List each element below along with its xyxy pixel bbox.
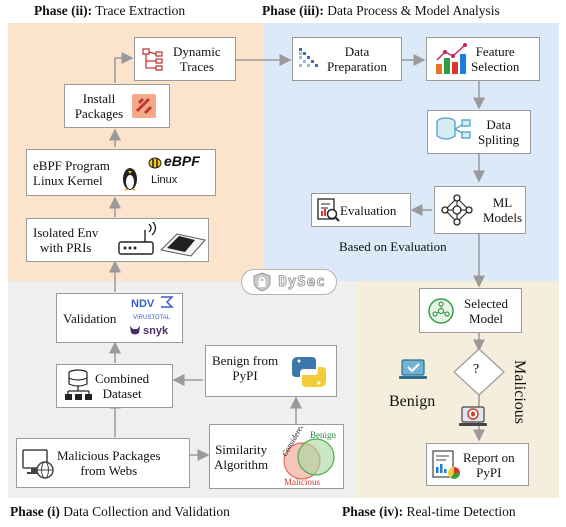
malicious-packages-label-1: Malicious Packages <box>57 448 161 463</box>
report-chart-icon <box>432 449 460 479</box>
ebpf-label-1: eBPF Program <box>33 157 110 173</box>
report-pypi-label-2: PyPI <box>476 464 502 480</box>
snyk-text: snyk <box>143 325 169 337</box>
feature-selection-box: Feature Selection <box>426 37 540 81</box>
package-icon <box>132 94 157 118</box>
selected-model-label-2: Model <box>469 310 503 326</box>
trace-tree-icon <box>142 48 163 71</box>
selected-model-label-1: Selected <box>464 295 509 311</box>
ebpf-box: eBPF Program Linux Kernel eBPF Linux <box>26 149 216 196</box>
combined-dataset-label-2: Dataset <box>102 386 142 401</box>
python-logo-icon <box>292 357 326 387</box>
data-preparation-label-2: Preparation <box>327 59 387 74</box>
benign-pypi-label-1: Benign from <box>212 353 279 368</box>
evaluation-label: Evaluation <box>340 202 397 218</box>
evaluation-report-icon <box>317 198 340 222</box>
decision-diamond <box>453 348 505 396</box>
router-network-icon <box>118 222 206 257</box>
isolated-env-label-1: Isolated Env <box>33 225 99 240</box>
combined-dataset-box: Combined Dataset <box>56 364 173 408</box>
similarity-box: Similarity Algorithm Considered Benign M… <box>209 424 344 489</box>
report-pypi-box: Report on PyPI <box>426 443 529 486</box>
data-preparation-box: Data Preparation <box>292 37 402 81</box>
malicious-packages-box: Malicious Packages from Webs <box>16 438 190 488</box>
venn-diagram: Considered Benign Malicious <box>280 427 337 487</box>
dynamic-traces-label-1: Dynamic <box>173 44 221 59</box>
dysec-logo: DySec <box>241 269 337 295</box>
venn-benign-label: Benign <box>310 430 336 440</box>
database-icon <box>65 369 92 400</box>
computer-globe-icon <box>22 449 54 479</box>
ml-models-label-1: ML <box>492 195 513 210</box>
ml-models-label-2: Models <box>483 210 522 225</box>
feature-selection-label-2: Selection <box>471 59 520 74</box>
data-spliting-label-1: Data <box>486 117 511 132</box>
data-split-icon <box>436 117 471 140</box>
install-packages-label-1: Install <box>82 91 116 106</box>
benign-label: Benign <box>389 393 436 410</box>
dynamic-traces-label-2: Traces <box>179 59 214 74</box>
feature-selection-label-1: Feature <box>475 44 515 59</box>
snyk-dog-icon <box>130 326 140 335</box>
dysec-logo-text: DySec <box>278 274 326 291</box>
laptop-check-icon <box>399 359 427 379</box>
ebpf-logo-text: eBPF <box>164 153 200 169</box>
bee-icon <box>148 157 162 169</box>
virustotal-icon <box>161 296 174 308</box>
phase-ii-title: Phase (ii): Trace Extraction <box>34 3 186 18</box>
virustotal-text: VIRUSTOTAL <box>133 315 171 321</box>
linux-penguin-icon <box>123 168 137 191</box>
ebpf-label-2: Linux Kernel <box>33 172 103 188</box>
neural-network-icon <box>441 194 473 226</box>
venn-malicious-label: Malicious <box>284 477 320 487</box>
selected-model-box: Selected Model <box>419 288 522 333</box>
decision-label: ? <box>473 362 480 377</box>
phase-i-title: Phase (i) Data Collection and Validation <box>10 504 230 519</box>
linux-logo-text: Linux <box>151 174 178 186</box>
similarity-label-2: Algorithm <box>214 456 269 472</box>
isolated-env-label-2: with PRIs <box>39 240 92 255</box>
based-on-evaluation-label: Based on Evaluation <box>339 239 447 254</box>
phase-iv-title: Phase (iv): Real-time Detection <box>342 504 516 519</box>
similarity-label-1: Similarity <box>215 441 268 457</box>
report-pypi-label-1: Report on <box>463 449 515 465</box>
model-select-icon <box>428 297 454 324</box>
data-spliting-box: Data Spliting <box>427 110 531 154</box>
data-preparation-label-1: Data <box>344 44 370 59</box>
phase-iii-title: Phase (iii): Data Process & Model Analys… <box>262 3 500 18</box>
malicious-packages-label-2: from Webs <box>80 463 138 478</box>
install-packages-box: Install Packages <box>64 84 170 128</box>
evaluation-box: Evaluation <box>311 193 411 227</box>
bar-chart-icon <box>436 43 467 74</box>
install-packages-label-2: Packages <box>74 106 124 121</box>
ml-models-box: ML Models <box>434 186 526 234</box>
benign-pypi-label-2: PyPI <box>232 368 258 383</box>
shield-lock-icon <box>253 272 271 292</box>
isolated-env-box: Isolated Env with PRIs <box>26 218 209 262</box>
ndv-logo: NDV <box>131 298 155 310</box>
laptop-bug-icon <box>459 406 487 426</box>
combined-dataset-label-1: Combined <box>95 371 150 386</box>
validation-label: Validation <box>63 310 117 326</box>
matrix-icon <box>299 48 318 67</box>
dynamic-traces-box: Dynamic Traces <box>134 37 236 81</box>
malicious-label: Malicious <box>511 360 528 424</box>
benign-pypi-box: Benign from PyPI <box>205 345 337 397</box>
validation-box: Validation NDV VIRUSTOTAL snyk <box>56 293 183 343</box>
data-spliting-label-2: Spliting <box>478 132 520 147</box>
